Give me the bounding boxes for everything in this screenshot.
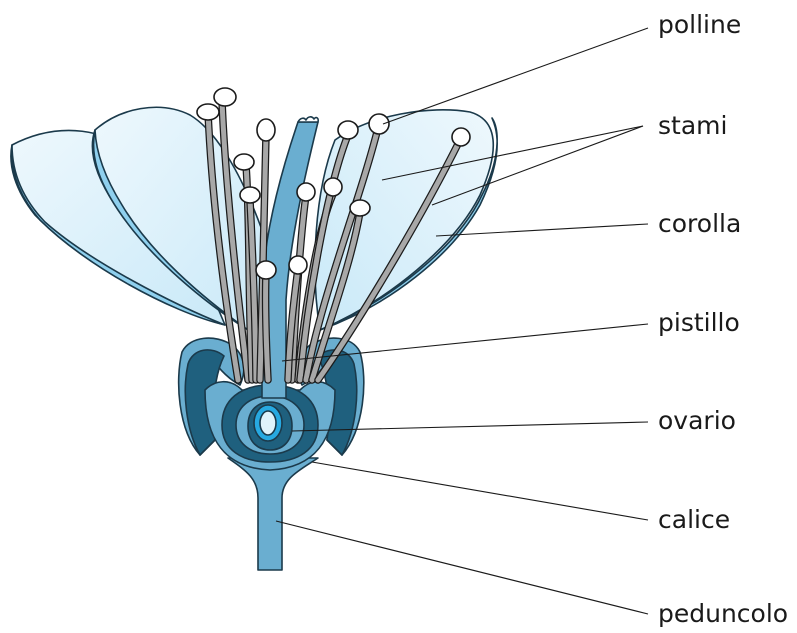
peduncle <box>228 458 318 570</box>
leader-peduncolo <box>276 521 648 614</box>
leader-polline <box>383 28 648 124</box>
label-corolla: corolla <box>658 211 741 236</box>
label-peduncolo: peduncolo <box>658 601 788 626</box>
label-stami: stami <box>658 113 727 138</box>
leader-calice <box>312 462 648 520</box>
label-pistillo: pistillo <box>658 310 740 335</box>
label-polline: polline <box>658 12 741 37</box>
leader-corolla <box>436 224 648 236</box>
label-ovario: ovario <box>658 408 736 433</box>
label-calice: calice <box>658 507 730 532</box>
